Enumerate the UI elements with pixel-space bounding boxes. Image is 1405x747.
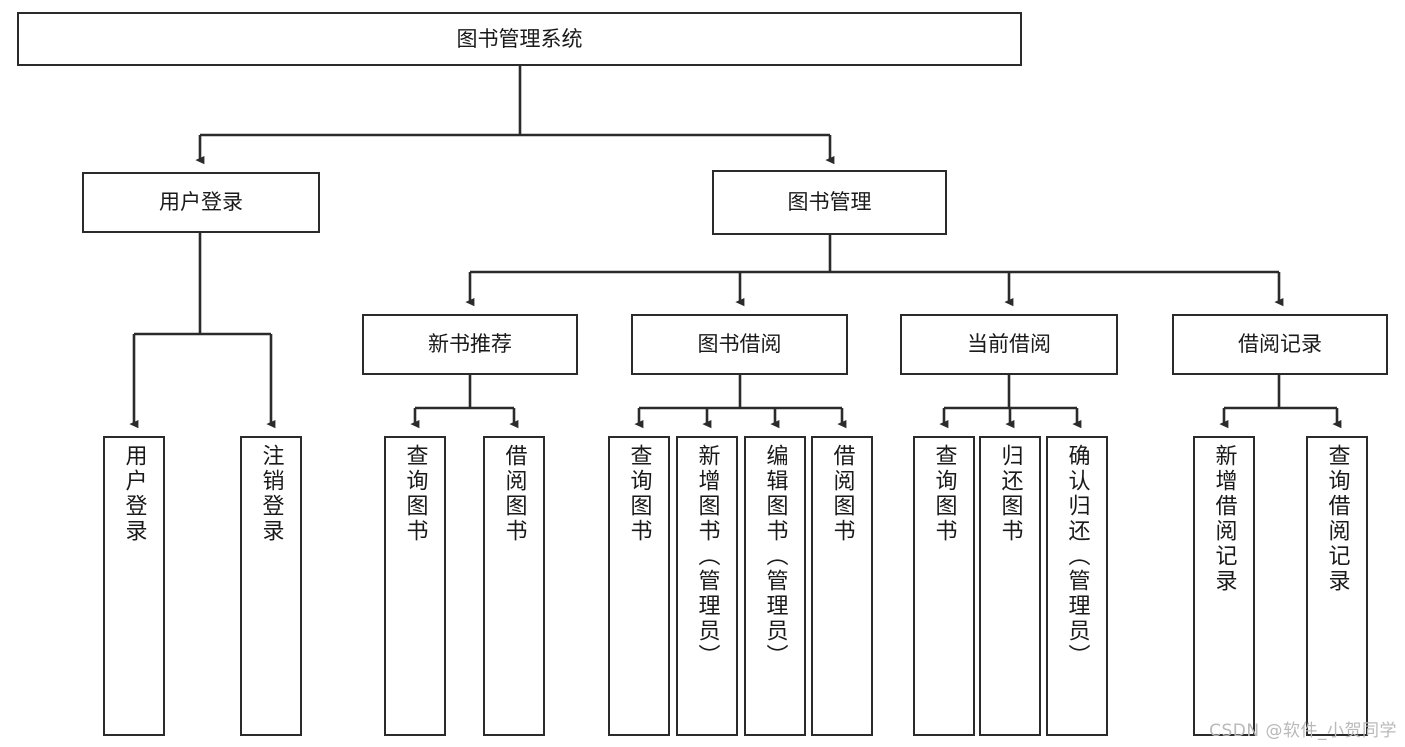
node-current-borrow[interactable]: 当前借阅 [900,314,1118,375]
node-label: 新增图书（管理员） [694,444,720,669]
leaf-book-borrow-borrow[interactable]: 借阅图书 [811,436,873,736]
node-label: 查询图书 [626,444,652,544]
leaf-current-borrow-confirm-return[interactable]: 确认归还（管理员） [1046,436,1108,736]
leaf-book-borrow-edit[interactable]: 编辑图书（管理员） [744,436,806,736]
node-label: 图书管理 [787,190,872,215]
node-label: 图书借阅 [697,332,782,357]
leaf-current-borrow-query[interactable]: 查询图书 [913,436,975,736]
node-label: 图书管理系统 [456,26,583,51]
node-label: 借阅记录 [1238,332,1322,357]
leaf-book-borrow-add[interactable]: 新增图书（管理员） [676,436,738,736]
leaf-user-login-logout[interactable]: 注销登录 [240,436,302,736]
node-book-management[interactable]: 图书管理 [712,170,947,235]
node-user-login[interactable]: 用户登录 [82,172,320,233]
node-label: 确认归还（管理员） [1064,444,1090,669]
node-label: 新增借阅记录 [1211,444,1237,594]
node-label: 新书推荐 [428,332,512,357]
node-borrow-record[interactable]: 借阅记录 [1172,314,1388,375]
node-label: 当前借阅 [967,332,1051,357]
node-label: 用户登录 [121,444,147,544]
leaf-current-borrow-return[interactable]: 归还图书 [979,436,1041,736]
node-label: 查询图书 [931,444,957,544]
node-label: 编辑图书（管理员） [762,444,788,669]
leaf-user-login-login[interactable]: 用户登录 [103,436,165,736]
node-label: 归还图书 [997,444,1023,544]
leaf-new-book-borrow[interactable]: 借阅图书 [483,436,545,736]
leaf-new-book-query[interactable]: 查询图书 [384,436,446,736]
leaf-borrow-record-query[interactable]: 查询借阅记录 [1306,436,1368,736]
leaf-borrow-record-add[interactable]: 新增借阅记录 [1193,436,1255,736]
node-label: 查询图书 [402,444,428,544]
node-book-borrow[interactable]: 图书借阅 [631,314,848,375]
node-label: 查询借阅记录 [1324,444,1350,594]
node-new-book-recommend[interactable]: 新书推荐 [362,314,578,375]
leaf-book-borrow-query[interactable]: 查询图书 [608,436,670,736]
watermark: CSDN @软件_小贺同学 [1209,721,1397,741]
node-label: 借阅图书 [829,444,855,544]
node-root-book-management-system[interactable]: 图书管理系统 [17,12,1022,66]
node-label: 借阅图书 [501,444,527,544]
node-label: 用户登录 [159,190,243,215]
node-label: 注销登录 [258,444,284,544]
